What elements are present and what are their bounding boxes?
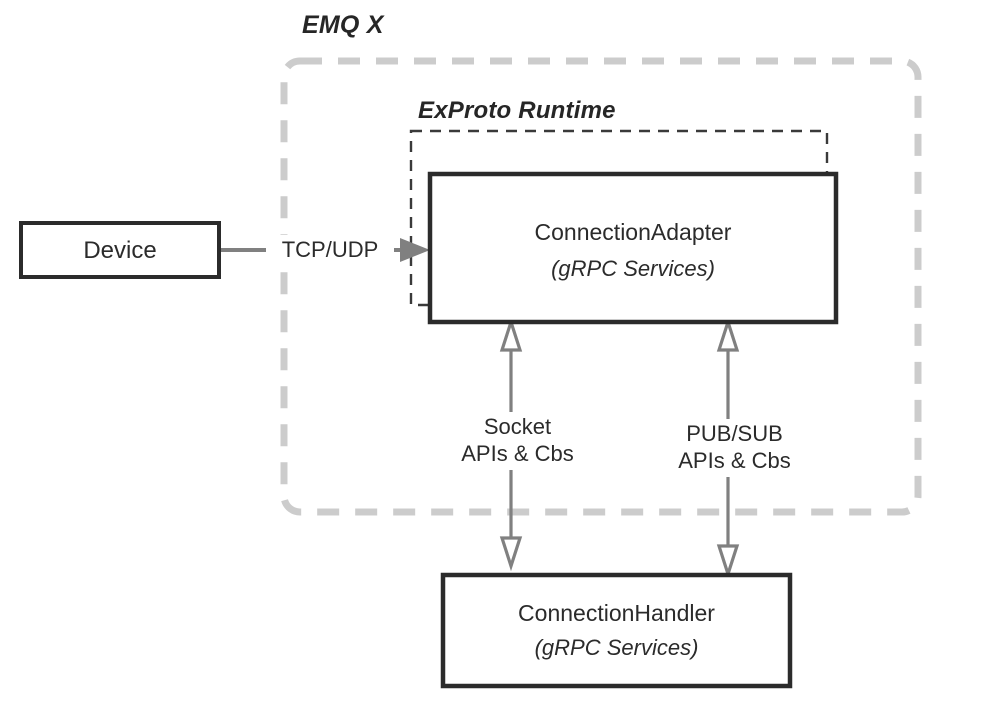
connector-label-socket-line2: APIs & Cbs bbox=[461, 440, 574, 466]
node-connection-adapter-sublabel: (gRPC Services) bbox=[551, 256, 715, 281]
connector-device-adapter-arrowhead bbox=[400, 238, 430, 262]
connector-label-pubsub-line2: APIs & Cbs bbox=[678, 447, 791, 473]
node-connection-handler-sublabel: (gRPC Services) bbox=[534, 635, 699, 660]
zone-emqx-boundary bbox=[280, 57, 922, 516]
connector-pubsub-arrowhead-up bbox=[716, 316, 740, 352]
node-device-box[interactable] bbox=[19, 221, 221, 279]
node-connection-adapter-label: ConnectionAdapter bbox=[534, 219, 732, 245]
connector-label-socket-line1: Socket bbox=[483, 414, 552, 439]
connector-label-tcp-udp: TCP/UDP bbox=[266, 235, 394, 266]
node-device-label: Device bbox=[83, 237, 157, 264]
connector-socket-arrowhead-down bbox=[499, 536, 523, 572]
connector-label-pubsub-line1: PUB/SUB bbox=[686, 421, 783, 446]
zone-exproto-title: ExProto Runtime bbox=[418, 97, 616, 124]
node-connection-adapter-box[interactable] bbox=[427, 171, 839, 325]
connector-pubsub-arrowhead-down bbox=[716, 544, 740, 580]
node-connection-handler-box[interactable] bbox=[440, 572, 793, 689]
node-connection-handler-label: ConnectionHandler bbox=[518, 600, 715, 626]
zone-emqx-title: EMQ X bbox=[302, 11, 384, 39]
connector-socket-arrowhead-up bbox=[499, 316, 523, 352]
